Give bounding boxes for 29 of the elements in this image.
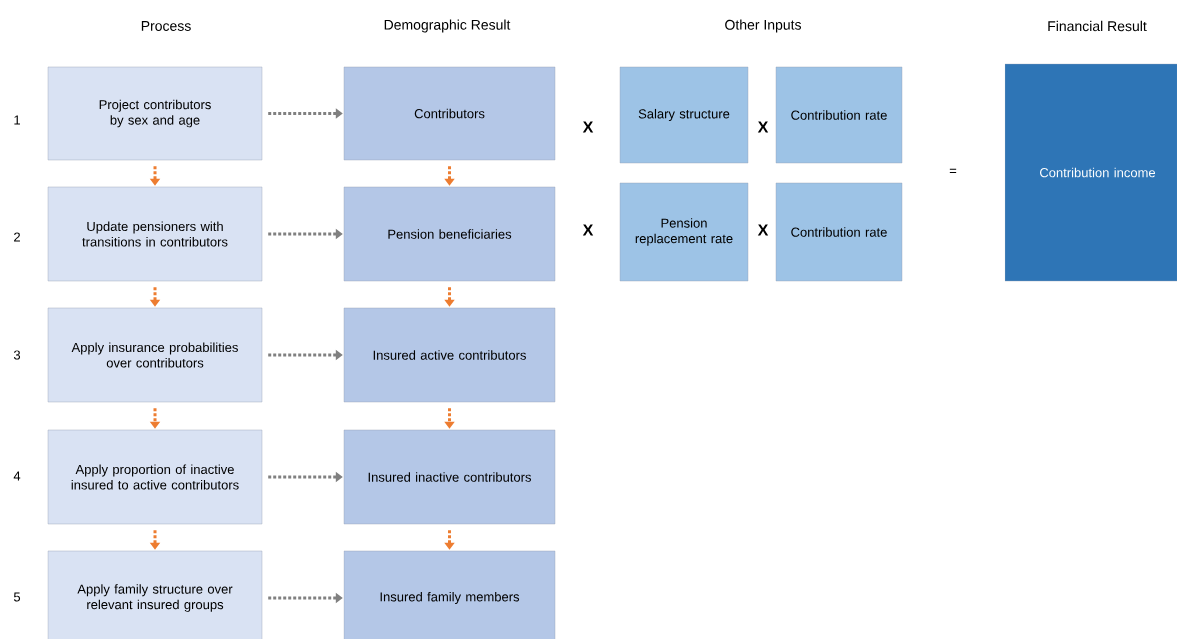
process-box: Apply insurance probabilities over contributors <box>47 307 263 403</box>
result-box: Pension beneficiaries <box>343 186 556 282</box>
row-number: 3 <box>13 350 21 360</box>
multiply-sign: X <box>582 224 594 236</box>
row-number: 5 <box>13 592 21 602</box>
row-number: 2 <box>14 232 20 242</box>
multiply-sign: X <box>757 121 769 133</box>
column-heading: Demographic Result <box>384 19 511 33</box>
result-box: Insured active contributors <box>343 307 556 403</box>
row-number: 4 <box>13 471 21 481</box>
process-box: Project contributors by sex and age <box>47 66 263 161</box>
result-box: Contributors <box>343 66 556 161</box>
equals-sign: = <box>949 168 957 173</box>
row-number: 1 <box>14 115 20 125</box>
input-box: Pension replacement rate <box>619 182 749 282</box>
input-box: Contribution rate <box>775 182 903 282</box>
column-heading: Other Inputs <box>725 19 801 33</box>
result-box: Contribution income <box>1004 63 1177 282</box>
column-heading: Financial Result <box>1048 20 1147 32</box>
process-box: Update pensioners with transitions in contributors <box>47 186 263 282</box>
input-box: Salary structure <box>619 66 749 164</box>
input-box: Contribution rate <box>775 66 903 164</box>
column-heading: Process <box>141 21 191 31</box>
process-box: Apply proportion of inactive insured to active contributors <box>47 429 263 525</box>
multiply-sign: X <box>757 224 769 236</box>
multiply-sign: X <box>582 121 594 133</box>
result-box: Insured inactive contributors <box>343 429 556 525</box>
process-box: Apply family structure over relevant insured groups <box>47 550 263 639</box>
result-box: Insured family members <box>343 550 556 639</box>
